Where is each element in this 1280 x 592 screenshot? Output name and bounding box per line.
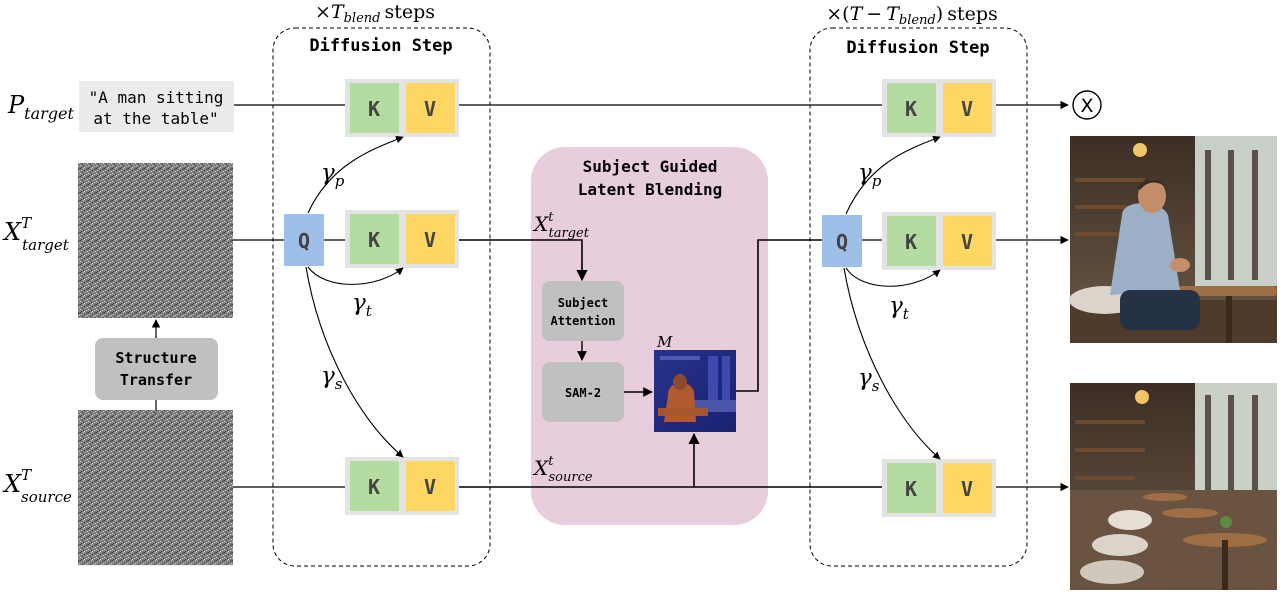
gamma-p-right: γp bbox=[858, 160, 882, 190]
curve-gamma-t-right bbox=[845, 267, 941, 287]
sam2-box bbox=[542, 362, 624, 422]
gamma-t-left: γt bbox=[352, 290, 373, 320]
k-label: K bbox=[905, 230, 917, 254]
curve-gamma-p-left bbox=[307, 135, 404, 214]
svg-text:X: X bbox=[1080, 95, 1093, 117]
subject-attention-line2: Attention bbox=[550, 314, 615, 328]
v-label: V bbox=[961, 97, 973, 121]
kv-group-right-target: K V bbox=[882, 212, 996, 270]
kv-group-left-source: K V bbox=[345, 457, 459, 515]
k-label: K bbox=[905, 477, 917, 501]
null-output-symbol: X bbox=[1072, 90, 1102, 120]
line-kv-to-subject-attention bbox=[459, 239, 588, 282]
v-label: V bbox=[961, 477, 973, 501]
subject-attention-line1: Subject bbox=[558, 296, 609, 310]
v-label: V bbox=[424, 97, 436, 121]
structure-transfer-box bbox=[95, 338, 218, 400]
mask-image bbox=[654, 350, 736, 432]
v-label: V bbox=[424, 228, 436, 252]
diffusion-step-left-frame bbox=[272, 27, 491, 567]
steps-label-right: ×(T−Tblend)steps bbox=[826, 3, 997, 28]
k-label: K bbox=[368, 228, 380, 252]
curve-gamma-t-left bbox=[307, 266, 404, 285]
gamma-s-left: γs bbox=[321, 363, 343, 393]
subject-attention-box bbox=[542, 281, 624, 341]
sam2-label: SAM-2 bbox=[565, 386, 601, 400]
curve-gamma-p-right bbox=[845, 135, 941, 215]
gamma-t-right: γt bbox=[889, 293, 910, 323]
v-label: V bbox=[424, 475, 436, 499]
prompt-line2: at the table" bbox=[93, 109, 218, 128]
noise-image-source bbox=[78, 410, 233, 565]
k-label: K bbox=[905, 97, 917, 121]
kv-group-right-prompt: K V bbox=[882, 79, 996, 137]
v-label: V bbox=[961, 230, 973, 254]
svg-text:Q: Q bbox=[298, 229, 310, 253]
output-image-edited bbox=[1069, 136, 1277, 343]
prompt-line1: "A man sitting bbox=[89, 88, 224, 107]
noise-image-target bbox=[78, 163, 233, 318]
latent-blending-title-line1: Subject Guided bbox=[583, 157, 718, 176]
curve-gamma-s-right bbox=[843, 267, 941, 460]
kv-group-left-prompt: K V bbox=[345, 79, 459, 137]
k-label: K bbox=[368, 97, 380, 121]
gamma-p-left: γp bbox=[321, 160, 345, 190]
p-target-label: Ptarget bbox=[7, 91, 74, 123]
diffusion-step-right-title: Diffusion Step bbox=[846, 38, 989, 58]
svg-text:Q: Q bbox=[836, 230, 848, 254]
kv-group-left-target: K V bbox=[345, 210, 459, 268]
output-image-source bbox=[1070, 383, 1277, 590]
gamma-s-right: γs bbox=[858, 365, 880, 395]
line-mask-to-right-q bbox=[736, 239, 822, 392]
diffusion-step-left-title: Diffusion Step bbox=[309, 36, 452, 56]
curve-gamma-s-left bbox=[305, 266, 404, 458]
mask-label: M bbox=[656, 333, 673, 351]
prompt-box bbox=[79, 81, 234, 132]
structure-transfer-line2: Transfer bbox=[120, 371, 192, 389]
structure-transfer-line1: Structure bbox=[115, 349, 196, 367]
kv-group-right-source: K V bbox=[882, 459, 996, 517]
q-box-left: Q bbox=[284, 214, 324, 266]
latent-blending-title-line2: Latent Blending bbox=[578, 180, 723, 199]
k-label: K bbox=[368, 475, 380, 499]
q-box-right: Q bbox=[822, 215, 862, 267]
diffusion-step-right-frame bbox=[809, 27, 1028, 567]
